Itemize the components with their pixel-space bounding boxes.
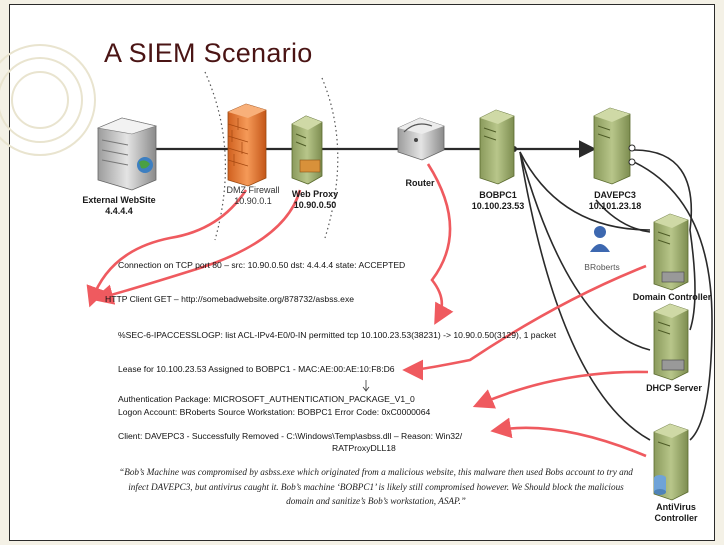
davepc3-label: DAVEPC3 10.101.23.18: [578, 190, 652, 212]
external-website-name: External WebSite: [82, 195, 156, 205]
bobpc1-server-icon: [479, 109, 515, 185]
log-line: Lease for 10.100.23.53 Assigned to BOBPC…: [118, 364, 395, 374]
router-label: Router: [392, 178, 448, 189]
antivirus-controller-server-icon: [653, 423, 689, 501]
dmz-firewall-name: DMZ Firewall: [226, 185, 280, 195]
external-website-label: External WebSite 4.4.4.4: [78, 195, 160, 217]
bobpc1-label: BOBPC1 10.100.23.53: [462, 190, 534, 212]
summary-quote: “Bob’s Machine was compromised by asbss.…: [119, 467, 633, 506]
router-name: Router: [405, 178, 435, 188]
web-proxy-label: Web Proxy 10.90.0.50: [282, 189, 348, 211]
bobpc1-name: BOBPC1: [479, 190, 517, 200]
dhcp-server-label: DHCP Server: [636, 383, 712, 394]
firewall-icon: [227, 103, 267, 187]
decorative-circles: [0, 44, 96, 156]
user-icon: [590, 226, 610, 252]
dmz-firewall-label: DMZ Firewall 10.90.0.1: [218, 185, 288, 207]
web-proxy-name: Web Proxy: [291, 189, 339, 199]
bobpc1-ip: 10.100.23.53: [471, 201, 525, 211]
server-connectors: [519, 149, 713, 441]
external-website-ip: 4.4.4.4: [105, 206, 133, 216]
domain-controller-label: Domain Controller: [628, 292, 716, 303]
log-line: HTTP Client GET – http://somebadwebsite.…: [105, 294, 355, 304]
dmz-firewall-ip: 10.90.0.1: [234, 196, 272, 206]
user-name: BRoberts: [584, 262, 620, 272]
log-line: %SEC-6-IPACCESSLOGP: list ACL-IPv4-E0/0-…: [118, 330, 557, 340]
web-proxy-server-icon: [291, 115, 323, 185]
domain-controller-server-icon: [653, 213, 689, 291]
slide-title: A SIEM Scenario: [104, 38, 313, 68]
davepc3-name: DAVEPC3: [594, 190, 636, 200]
antivirus-controller-name: AntiVirus Controller: [654, 502, 698, 523]
davepc3-server-icon: [593, 107, 636, 185]
dhcp-server-name: DHCP Server: [646, 383, 702, 393]
slide-frame: [9, 4, 715, 541]
web-proxy-ip: 10.90.0.50: [293, 200, 337, 210]
user-label: BRoberts: [574, 262, 630, 273]
external-website-server-icon: [96, 117, 158, 191]
zone-divider-right: [321, 77, 339, 239]
log-line: RATProxyDLL18: [332, 443, 396, 453]
correlation-arrows: [86, 163, 649, 458]
davepc3-ip: 10.101.23.18: [588, 201, 642, 211]
log-line: Authentication Package: MICROSOFT_AUTHEN…: [118, 394, 415, 404]
antivirus-controller-label: AntiVirus Controller: [646, 502, 706, 524]
dhcp-server-icon: [653, 303, 689, 381]
router-icon: [397, 117, 445, 161]
log-line: Client: DAVEPC3 - Successfully Removed -…: [118, 431, 463, 441]
log-line: Logon Account: BRoberts Source Workstati…: [118, 407, 431, 417]
domain-controller-name: Domain Controller: [632, 292, 712, 302]
log-line: Connection on TCP port 80 – src: 10.90.0…: [118, 260, 406, 270]
